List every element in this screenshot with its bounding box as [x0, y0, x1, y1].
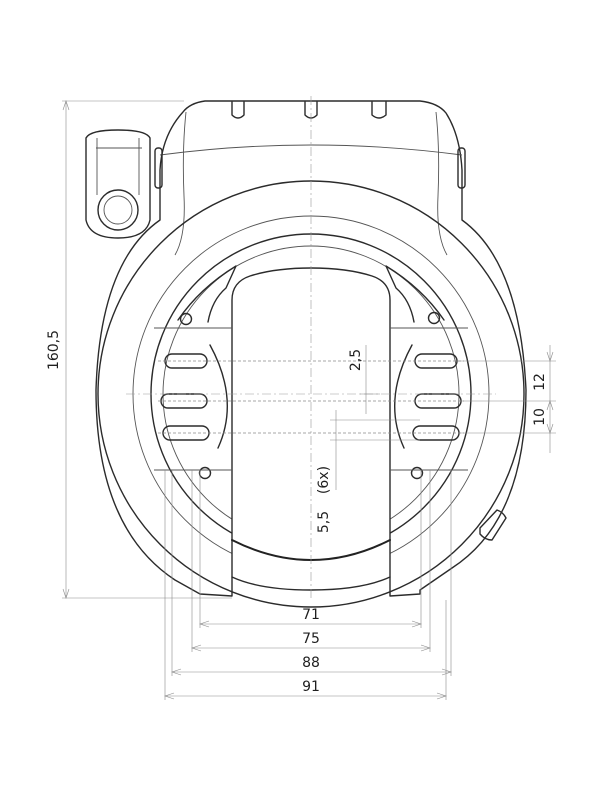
dim-2-5-label: 2,5: [348, 349, 364, 371]
center-lines: [126, 96, 496, 598]
dim-height-label: 160,5: [46, 330, 62, 370]
dim-88-arrow-left: [171, 668, 182, 676]
dim-75-arrow-right: [420, 644, 431, 652]
pin-upper-left: [179, 312, 193, 326]
dim-6x-label: (6x): [316, 466, 332, 494]
dim-10-arrow-bottom: [546, 423, 554, 434]
dim-12-arrow-bottom: [546, 400, 554, 411]
dim-91-arrow-right: [436, 692, 447, 700]
dimensions: 160,5 71 75 88 91 2,5: [46, 100, 556, 700]
mount-clamp-body: [85, 129, 151, 239]
housing-front-face: [174, 111, 187, 256]
dim-height-arrow-bottom: [62, 588, 70, 599]
side-nub-right: [457, 147, 466, 189]
dim-75-label: 75: [302, 631, 320, 647]
pin-upper-right: [427, 311, 441, 325]
guide-left: [209, 344, 228, 449]
pin-lower-right: [410, 466, 424, 480]
dim-12-label: 12: [532, 373, 548, 391]
dim-88-label: 88: [302, 655, 320, 671]
release-button: [479, 509, 507, 541]
top-bump-left: [231, 101, 245, 119]
dim-71-arrow-right: [411, 620, 422, 628]
dim-71-label: 71: [302, 607, 320, 623]
dim-91-label: 91: [302, 679, 320, 695]
guide-right: [394, 344, 413, 449]
mount-clamp-hole-outer: [97, 189, 139, 231]
housing-front-face-right: [435, 111, 448, 256]
pin-lower-left: [198, 466, 212, 480]
top-block-arc: [159, 144, 463, 156]
shackle-tip-right: [385, 265, 445, 323]
dim-71-arrow-left: [199, 620, 210, 628]
dim-height-arrow-top: [62, 100, 70, 111]
mount-clamp-hole-inner: [103, 195, 133, 225]
dim-75-arrow-left: [191, 644, 202, 652]
outer-housing-outline: [95, 100, 527, 597]
mount-clamp: [85, 129, 151, 239]
top-bump-right: [371, 101, 387, 119]
dim-10-label: 10: [532, 408, 548, 426]
dim-12-arrow-top: [546, 351, 554, 362]
side-nub-left: [154, 147, 163, 189]
dim-91-arrow-left: [164, 692, 175, 700]
shackle-tip-left: [177, 265, 237, 323]
dim-88-arrow-right: [441, 668, 452, 676]
dim-5-5-label: 5,5: [316, 511, 332, 533]
